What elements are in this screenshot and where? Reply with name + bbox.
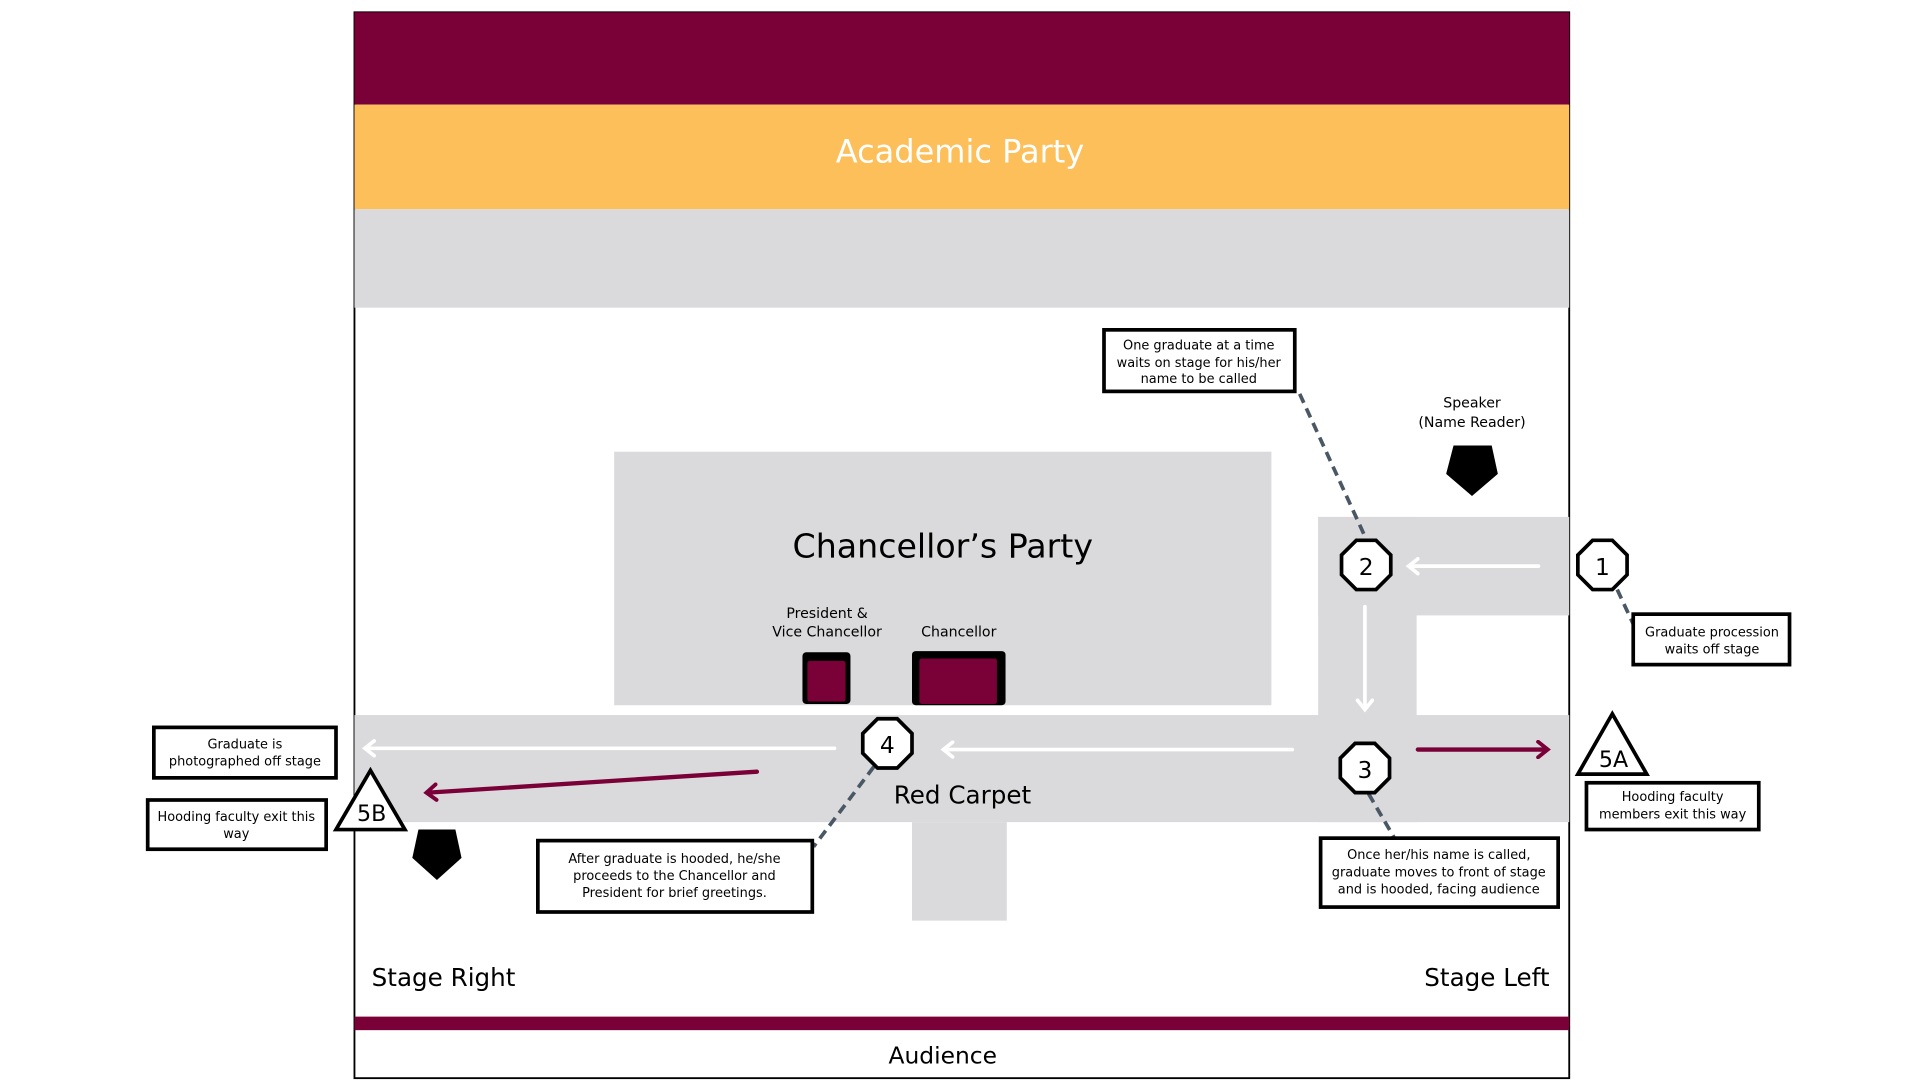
note-line: One graduate at a time <box>1123 339 1274 354</box>
note-line: graduate moves to front of stage <box>1332 865 1546 880</box>
note-line: Hooding faculty exit this <box>158 810 316 825</box>
step-1-number: 1 <box>1595 553 1610 581</box>
step-5a-label: 5A <box>1599 747 1628 773</box>
stage-left-label: Stage Left <box>1424 963 1550 992</box>
callout-line-2 <box>1298 393 1368 540</box>
academic-party-label: Academic Party <box>836 132 1084 170</box>
president-label-line1: President & <box>786 606 867 622</box>
note-step-4: After graduate is hooded, he/she proceed… <box>536 838 815 914</box>
note-step-1: Graduate procession waits off stage <box>1631 612 1792 667</box>
step-marker-4[interactable]: 4 <box>860 716 914 770</box>
speaker-label-line1: Speaker <box>1443 395 1501 411</box>
step-marker-5a[interactable]: 5A <box>1574 710 1650 776</box>
note-line: name to be called <box>1141 372 1257 387</box>
octagon-icon <box>1339 538 1393 592</box>
step-2-number: 2 <box>1359 553 1374 581</box>
back-riser <box>354 209 1570 308</box>
note-step-5b: Hooding faculty exit this way <box>145 798 328 852</box>
note-step-3: Once her/his name is called, graduate mo… <box>1318 836 1560 909</box>
callout-line-1 <box>1615 588 1635 625</box>
note-line: President for brief greetings. <box>582 886 767 901</box>
octagon-icon <box>1338 741 1392 795</box>
note-step-2: One graduate at a time waits on stage fo… <box>1102 328 1297 394</box>
note-photographed: Graduate is photographed off stage <box>152 725 338 780</box>
callout-line-3 <box>1367 792 1397 840</box>
octagon-icon <box>1576 538 1629 592</box>
note-line: Graduate is <box>207 737 282 752</box>
chancellor-seat-fill <box>919 658 997 704</box>
note-line: members exit this way <box>1599 807 1747 822</box>
academic-party-band <box>354 104 1570 210</box>
octagon-icon <box>860 716 914 770</box>
front-stairs <box>912 822 1007 921</box>
chancellors-party-label: Chancellor’s Party <box>793 527 1093 566</box>
president-seat-fill <box>807 660 846 702</box>
stage-right-label: Stage Right <box>372 963 516 992</box>
stage-front-edge <box>354 1016 1570 1031</box>
note-line: waits off stage <box>1665 643 1760 658</box>
note-line: proceeds to the Chancellor and <box>573 869 776 884</box>
step-marker-2[interactable]: 2 <box>1339 538 1393 592</box>
step-4-number: 4 <box>880 731 895 759</box>
speaker-label-line2: (Name Reader) <box>1418 415 1525 431</box>
note-line: photographed off stage <box>169 755 321 770</box>
speaker-pentagon-icon <box>1446 445 1498 496</box>
note-step-5a: Hooding faculty members exit this way <box>1584 780 1761 832</box>
note-line: and is hooded, facing audience <box>1338 883 1540 898</box>
red-carpet-label: Red Carpet <box>894 781 1032 810</box>
top-maroon-band <box>354 12 1570 105</box>
note-line: Graduate procession <box>1645 625 1779 640</box>
faculty-exit-arrow-5b <box>423 769 760 802</box>
president-label-line2: Vice Chancellor <box>772 624 882 640</box>
audience-label: Audience <box>888 1041 997 1069</box>
photographer-pentagon-icon <box>412 829 462 880</box>
note-line: After graduate is hooded, he/she <box>568 852 780 867</box>
step-marker-1[interactable]: 1 <box>1576 538 1629 592</box>
note-line: Hooding faculty <box>1622 790 1724 805</box>
triangle-icon <box>1574 710 1650 776</box>
step-3-number: 3 <box>1357 756 1372 784</box>
step-5b-label: 5B <box>357 801 386 827</box>
note-line: Once her/his name is called, <box>1347 848 1530 863</box>
callout-line-4 <box>812 765 876 848</box>
note-line: way <box>223 827 249 842</box>
chancellor-label: Chancellor <box>921 624 996 640</box>
step-marker-5b[interactable]: 5B <box>332 766 409 832</box>
triangle-icon <box>332 766 409 832</box>
step-marker-3[interactable]: 3 <box>1338 741 1392 795</box>
note-line: waits on stage for his/her <box>1117 356 1282 371</box>
